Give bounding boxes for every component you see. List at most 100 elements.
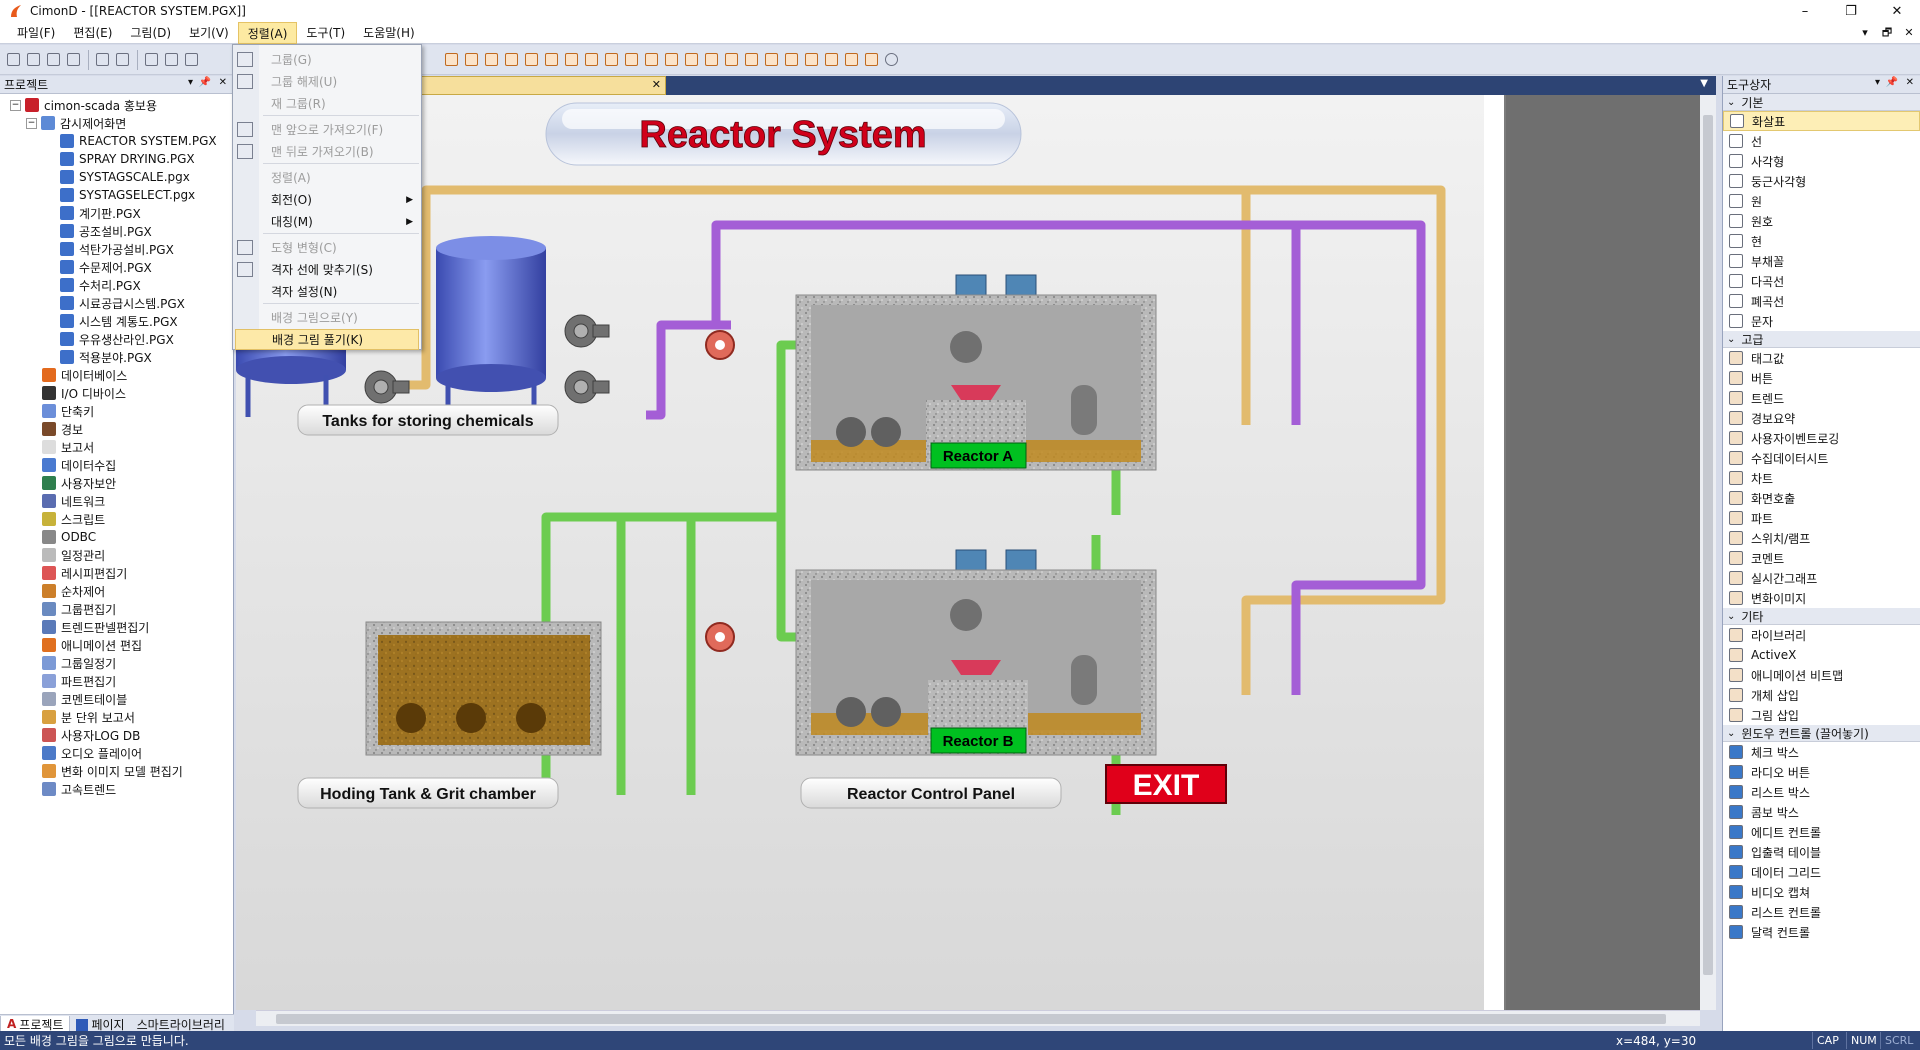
toolbox-item[interactable]: 입출력 테이블	[1723, 842, 1920, 862]
toolbox-item[interactable]: 리스트 박스	[1723, 782, 1920, 802]
tree-page-item[interactable]: REACTOR SYSTEM.PGX	[60, 132, 217, 150]
tree-page-item[interactable]: SYSTAGSELECT.pgx	[60, 186, 195, 204]
menu-draw[interactable]: 그림(D)	[130, 25, 172, 40]
close-button[interactable]: ✕	[1891, 3, 1903, 19]
mdi-dropdown-button[interactable]: ▾	[1862, 26, 1868, 39]
toolbar-tool-icon[interactable]	[442, 50, 461, 69]
minimize-button[interactable]: –	[1801, 3, 1809, 19]
pane-dropdown-icon[interactable]: ▾	[187, 77, 193, 88]
open-file-icon[interactable]	[24, 50, 43, 69]
tree-page-item[interactable]: SYSTAGSCALE.pgx	[60, 168, 190, 186]
canvas-vertical-scrollbar[interactable]	[1700, 95, 1716, 1010]
menu-item-0[interactable]: 그룹(G)	[233, 49, 421, 70]
menu-item-2[interactable]: 재 그룹(R)	[233, 93, 421, 114]
toolbox-item[interactable]: 변화이미지	[1723, 588, 1920, 608]
menu-item-1[interactable]: 그룹 해제(U)	[233, 71, 421, 92]
toolbar-tool-icon[interactable]	[782, 50, 801, 69]
tab-smart-library[interactable]: 스마트라이브러리	[136, 1018, 225, 1032]
tree-page-item[interactable]: 석탄가공설비.PGX	[60, 240, 174, 258]
tree-module-item[interactable]: 코멘트테이블	[42, 690, 127, 708]
new-file-icon[interactable]	[4, 50, 23, 69]
toolbox-item[interactable]: 버튼	[1723, 368, 1920, 388]
tree-module-item[interactable]: 레시피편집기	[42, 564, 127, 582]
toolbox-item[interactable]: 라이브러리	[1723, 625, 1920, 645]
toolbox-item[interactable]: 콤보 박스	[1723, 802, 1920, 822]
toolbox-item[interactable]: 라디오 버튼	[1723, 762, 1920, 782]
toolbox-item[interactable]: 트렌드	[1723, 388, 1920, 408]
menu-file[interactable]: 파일(F)	[17, 25, 56, 40]
toolbox-item[interactable]: 코멘트	[1723, 548, 1920, 568]
toolbar-tool-icon[interactable]	[862, 50, 881, 69]
menu-item-10[interactable]: 격자 설정(N)	[233, 281, 421, 302]
toolbar-tool-icon[interactable]	[682, 50, 701, 69]
expand-toggle-icon[interactable]: −	[10, 99, 21, 111]
tree-module-item[interactable]: 오디오 플레이어	[42, 744, 142, 762]
menu-item-7[interactable]: 대칭(M)▶	[233, 211, 421, 232]
toolbox-section-2[interactable]: ⌄기타	[1723, 608, 1920, 625]
tree-module-item[interactable]: 보고서	[42, 438, 94, 456]
tree-module-item[interactable]: 데이터수집	[42, 456, 116, 474]
tree-module-item[interactable]: 경보	[42, 420, 83, 438]
control-panel-label[interactable]: Reactor Control Panel	[800, 777, 1062, 809]
tree-page-item[interactable]: 적용분야.PGX	[60, 348, 152, 366]
toolbox-pin-icon[interactable]: 📌	[1885, 77, 1898, 88]
paste-icon[interactable]	[182, 50, 201, 69]
print-icon[interactable]	[93, 50, 112, 69]
tree-page-item[interactable]: SPRAY DRYING.PGX	[60, 150, 195, 168]
toolbar-tool-icon[interactable]	[802, 50, 821, 69]
exit-button[interactable]: EXIT	[1105, 764, 1227, 804]
expand-toggle-icon[interactable]: −	[26, 117, 37, 129]
tree-module-item[interactable]: 스크립트	[42, 510, 105, 528]
toolbar-tool-icon[interactable]	[542, 50, 561, 69]
menu-view[interactable]: 보기(V)	[189, 25, 229, 40]
doc-tab-dropdown-icon[interactable]: ▼	[1700, 78, 1708, 89]
pane-close-icon[interactable]: ✕	[218, 77, 227, 88]
toolbox-item[interactable]: 파트	[1723, 508, 1920, 528]
document-tab-active[interactable]: ✕	[416, 76, 666, 95]
tree-module-item[interactable]: 데이터베이스	[42, 366, 127, 384]
menu-item-4[interactable]: 맨 뒤로 가져오기(B)	[233, 141, 421, 162]
toolbox-item[interactable]: 개체 삽입	[1723, 685, 1920, 705]
toolbox-item[interactable]: 원호	[1723, 211, 1920, 231]
print-preview-icon[interactable]	[113, 50, 132, 69]
tree-page-item[interactable]: 시스템 계통도.PGX	[60, 312, 178, 330]
pin-icon[interactable]: 📌	[198, 77, 211, 88]
menu-edit[interactable]: 편집(E)	[73, 25, 113, 40]
tree-folder-monitoring[interactable]: −감시제어화면	[26, 114, 126, 132]
toolbox-item[interactable]: ActiveX	[1723, 645, 1920, 665]
tree-module-item[interactable]: 순차제어	[42, 582, 105, 600]
toolbox-item[interactable]: 부채꼴	[1723, 251, 1920, 271]
toolbox-item[interactable]: 둥근사각형	[1723, 171, 1920, 191]
toolbar-tool-icon[interactable]	[602, 50, 621, 69]
toolbox-item[interactable]: 차트	[1723, 468, 1920, 488]
collapse-chevron-icon[interactable]: ⌄	[1727, 333, 1736, 345]
tab-page[interactable]: 페이지	[70, 1016, 130, 1033]
menu-item-6[interactable]: 회전(O)▶	[233, 189, 421, 210]
collapse-chevron-icon[interactable]: ⌄	[1727, 610, 1736, 622]
tree-module-item[interactable]: 사용자보안	[42, 474, 116, 492]
tree-module-item[interactable]: 그룹일정기	[42, 654, 116, 672]
tree-module-item[interactable]: 그룹편집기	[42, 600, 116, 618]
toolbox-item[interactable]: 스위치/램프	[1723, 528, 1920, 548]
toolbox-item[interactable]: 원	[1723, 191, 1920, 211]
help-icon[interactable]	[882, 50, 901, 69]
toolbox-item[interactable]: 비디오 캡쳐	[1723, 882, 1920, 902]
copy-icon[interactable]	[162, 50, 181, 69]
toolbox-item[interactable]: 화면호출	[1723, 488, 1920, 508]
toolbar-tool-icon[interactable]	[522, 50, 541, 69]
toolbox-item[interactable]: 선	[1723, 131, 1920, 151]
cut-icon[interactable]	[142, 50, 161, 69]
toolbox-item[interactable]: 사각형	[1723, 151, 1920, 171]
toolbar-tool-icon[interactable]	[702, 50, 721, 69]
drawing-canvas[interactable]: Reactor System	[236, 95, 1700, 1010]
tree-module-item[interactable]: 사용자LOG DB	[42, 726, 140, 744]
menu-item-12[interactable]: 배경 그림 풀기(K)	[235, 329, 419, 350]
toolbar-tool-icon[interactable]	[642, 50, 661, 69]
canvas-horizontal-scrollbar[interactable]	[256, 1010, 1700, 1026]
tree-page-item[interactable]: 수처리.PGX	[60, 276, 141, 294]
tree-module-item[interactable]: 변화 이미지 모델 편집기	[42, 762, 183, 780]
toolbox-section-3[interactable]: ⌄윈도우 컨트롤 (끌어놓기)	[1723, 725, 1920, 742]
mdi-close-button[interactable]: ✕	[1904, 26, 1914, 39]
tree-module-item[interactable]: 단축키	[42, 402, 94, 420]
menu-item-11[interactable]: 배경 그림으로(Y)	[233, 307, 421, 328]
